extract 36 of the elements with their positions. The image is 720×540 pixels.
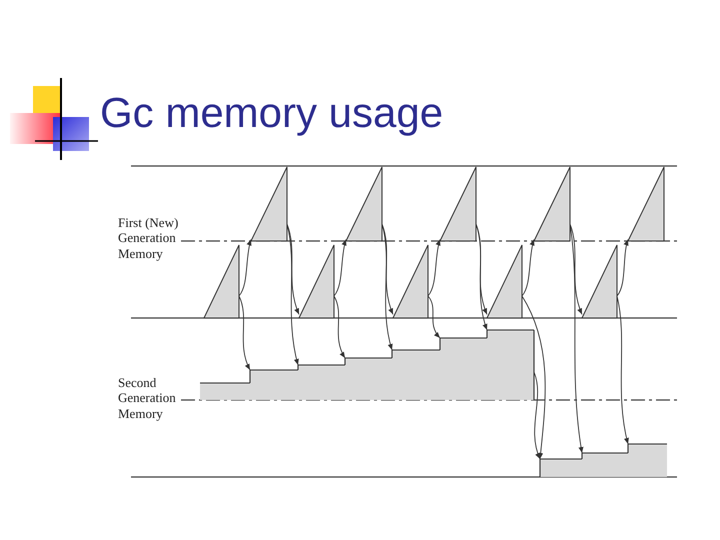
curved-arrow — [382, 224, 393, 350]
curved-arrow — [616, 296, 630, 444]
curved-arrow — [286, 224, 300, 366]
shaded-step — [628, 444, 667, 477]
shaded-triangle — [346, 167, 382, 241]
shaded-triangle — [299, 245, 334, 318]
curved-arrow — [238, 296, 250, 370]
shaded-triangle — [204, 245, 239, 318]
shaded-step — [487, 330, 534, 400]
shaded-triangle — [628, 167, 664, 241]
curved-arrow — [334, 239, 347, 296]
region-label: Second Generation Memory — [118, 374, 177, 421]
curved-arrow — [616, 239, 629, 296]
curved-arrow — [428, 296, 440, 338]
shaded-triangle — [440, 167, 476, 241]
curved-arrow — [570, 224, 584, 454]
shaded-triangle — [487, 245, 522, 318]
shaded-step — [200, 383, 250, 400]
curved-arrow — [382, 224, 394, 315]
curved-arrow — [476, 224, 488, 315]
curved-arrow — [522, 296, 546, 460]
curved-arrow — [534, 372, 540, 460]
curved-arrow — [570, 224, 582, 315]
curved-arrow — [428, 239, 441, 296]
curved-arrow — [334, 296, 346, 358]
shaded-triangle — [534, 167, 570, 241]
shaded-triangle — [582, 245, 617, 318]
curved-arrow — [286, 224, 300, 315]
curved-arrow — [476, 224, 488, 330]
curved-arrow — [238, 239, 252, 296]
curved-arrow — [522, 239, 535, 296]
region-label: First (New) Generation Memory — [118, 214, 180, 261]
shaded-step — [540, 459, 582, 477]
shaded-triangle — [393, 245, 428, 318]
shaded-triangle — [251, 167, 287, 241]
slide-title: Gc memory usage — [100, 92, 444, 134]
